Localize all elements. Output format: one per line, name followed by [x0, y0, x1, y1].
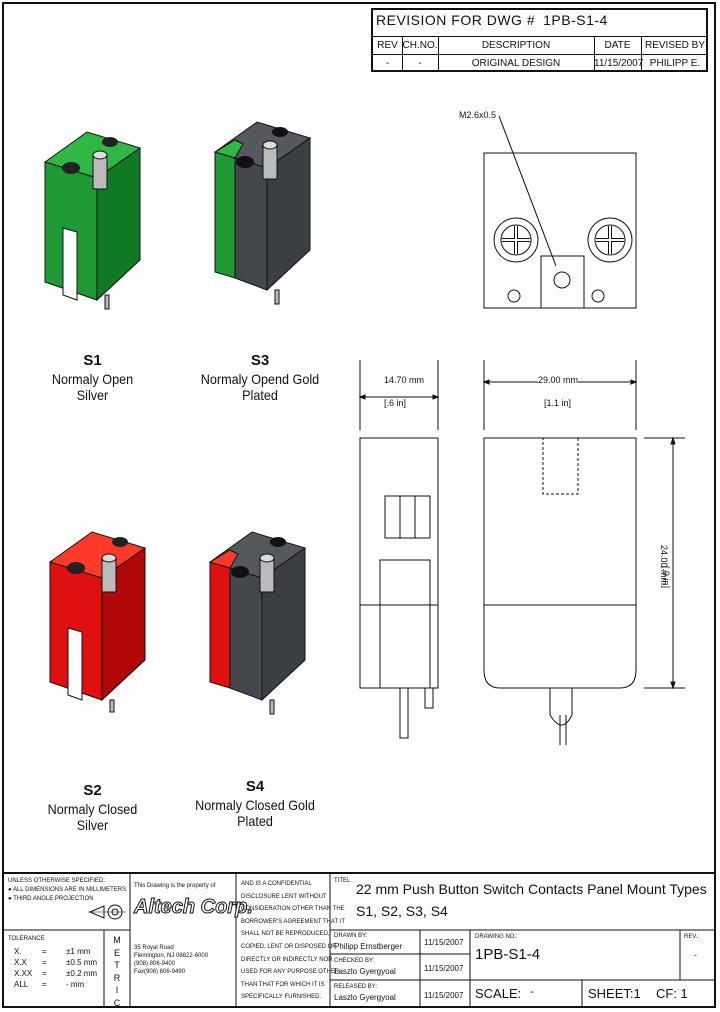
- checked-by: Laszlo Gyergyoal: [334, 967, 396, 976]
- revision-table: REVISION FOR DWG #1PB-S1-4 REV CH.NO. DE…: [371, 8, 708, 72]
- drawn-date: 11/15/2007: [424, 938, 464, 947]
- note-projection: ● THIRD ANGLE PROJECTION: [8, 896, 94, 902]
- switch-s1-image: [43, 131, 142, 310]
- scale-label: SCALE:: [475, 986, 522, 1001]
- switch-label-s3: S3 Normaly Opend Gold Plated: [185, 352, 335, 403]
- front-width-inch: [1.1 in]: [544, 398, 572, 408]
- top-view: [483, 115, 637, 309]
- side-width-label: 14.70 mm: [384, 375, 425, 385]
- switch-code: S1: [83, 352, 102, 369]
- revision-title: REVISION FOR DWG #1PB-S1-4: [376, 12, 608, 28]
- drawing-no: 1PB-S1-4: [475, 946, 541, 963]
- switch-s3-image: [213, 121, 312, 305]
- title-block-lines: [2, 872, 716, 1008]
- switch-code: S4: [245, 778, 265, 795]
- checked-by-label: CHECKED BY:: [334, 958, 375, 964]
- released-date: 11/15/2007: [424, 991, 464, 1000]
- switch-label-s2: S2 Normaly Closed Silver: [30, 782, 155, 833]
- drawn-by-label: DRAWN BY:: [334, 933, 368, 939]
- switch-description: Normaly Closed Silver: [47, 801, 138, 833]
- sheet-number: SHEET:1: [588, 986, 641, 1001]
- checked-date: 11/15/2007: [424, 964, 464, 973]
- switch-description: Normaly Closed Gold Plated: [195, 797, 315, 829]
- rev-value: -: [694, 950, 697, 960]
- drawing-title: 22 mm Push Button Switch Contacts Panel …: [356, 881, 707, 919]
- switch-s4-image: [208, 531, 307, 715]
- tolerance-label: TOLERANCE: [8, 936, 45, 942]
- switch-description: Normaly Open Silver: [51, 371, 134, 403]
- released-by: Laszlo Gyergyoal: [334, 993, 396, 1002]
- switch-code: S3: [250, 352, 270, 369]
- drawn-by: Philipp Ernstberger: [334, 942, 403, 951]
- note-dimensions: ● ALL DIMENSIONS ARE IN MILLIMETERS: [8, 887, 127, 893]
- titel-label: TITEL: [334, 878, 351, 884]
- switch-code: S2: [83, 782, 102, 799]
- scale-value: -: [530, 986, 534, 998]
- rev-label: REV.:: [684, 934, 700, 940]
- unless-specified: UNLESS OTHERWISE SPECIFIED:: [8, 878, 105, 884]
- tolerance-table: X.=±1 mm X.X=±0.5 mm X.XX=±0.2 mm ALL=- …: [14, 947, 98, 989]
- switch-s2-image: [48, 531, 147, 713]
- switch-label-s4: S4 Normaly Closed Gold Plated: [180, 778, 330, 829]
- projection-symbol-icon: [88, 904, 126, 920]
- released-by-label: RELEASED BY:: [334, 984, 378, 990]
- revision-header-row: REV CH.NO. DESCRIPTION DATE REVISED BY: [373, 36, 706, 55]
- drawing-no-label: DRAWING NO.:: [475, 934, 518, 940]
- side-view: [358, 360, 440, 739]
- screw-callout: M2.6x0.5: [459, 110, 497, 120]
- revision-data-row: - - ORIGINAL DESIGN 11/15/2007 PHILIPP E…: [373, 54, 706, 73]
- switch-label-s1: S1 Normaly Open Silver: [30, 352, 155, 403]
- property-line: This Drawing is the property of: [134, 883, 216, 889]
- front-width-label: 29.00 mm: [538, 375, 579, 385]
- cf-value: CF: 1: [656, 986, 688, 1001]
- height-inch: [.9 in]: [661, 565, 672, 589]
- side-width-inch: [.6 in]: [384, 398, 407, 408]
- company-logo: Altech Corp.: [134, 896, 254, 919]
- switch-description: Normaly Opend Gold Plated: [200, 371, 320, 403]
- front-view: [482, 360, 685, 745]
